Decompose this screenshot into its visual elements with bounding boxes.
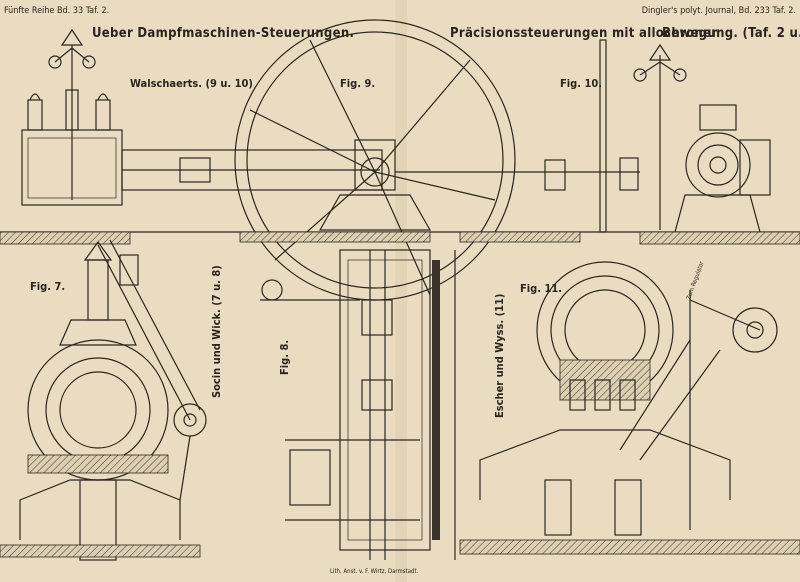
fig8-drawing [260, 249, 440, 560]
footer-imprint: Lith. Anst. v. F. Wirtz, Darmstadt. [330, 568, 419, 575]
fig11-drawing [459, 261, 800, 555]
label-fig7: Fig. 7. [30, 280, 65, 293]
label-fig11: Fig. 11. [520, 282, 562, 295]
label-fig9: Fig. 9. [340, 77, 375, 90]
label-fig8: Fig. 8. [278, 340, 291, 375]
main-title-right-2: Bewegung. (Taf. 2 u. 3.) [662, 26, 800, 41]
label-escher-wyss: Escher und Wyss. (11) [493, 294, 506, 418]
governor-left [48, 28, 96, 200]
fig7-valve-drawing [0, 239, 456, 561]
header-left: Fünfte Reihe Bd. 33 Taf. 2. [4, 6, 109, 16]
main-title-right: Präcisionssteuerungen mit allochroner [450, 26, 717, 41]
center-fold [395, 0, 407, 582]
fig10-drawing [599, 39, 771, 233]
label-walschaerts: Walschaerts. (9 u. 10) [130, 77, 253, 90]
main-title-left: Ueber Dampfmaschinen-Steuerungen. [92, 26, 354, 41]
label-socin-wick: Socin und Wick. (7 u. 8) [210, 265, 223, 398]
fig9-engine-drawing [0, 19, 800, 301]
label-fig10: Fig. 10. [560, 77, 602, 90]
header-right: Dingler's polyt. Journal, Bd. 233 Taf. 2… [642, 6, 796, 16]
